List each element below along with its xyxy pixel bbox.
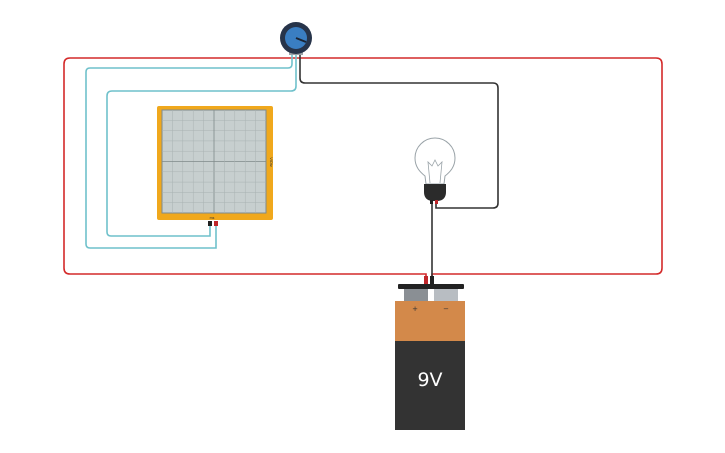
battery-lead-positive[interactable] [424, 276, 428, 284]
battery[interactable]: + − 9V [395, 276, 465, 430]
light-bulb[interactable] [414, 137, 456, 204]
battery-terminal-positive[interactable] [404, 289, 428, 301]
bulb-terminal-left[interactable] [430, 200, 433, 204]
red-wire[interactable] [63, 57, 663, 280]
battery-voltage-label: 9V [417, 369, 442, 391]
battery-lead-negative[interactable] [430, 276, 434, 284]
oscilloscope[interactable]: V/Div ms [157, 106, 274, 226]
oscilloscope-vdiv-label: V/Div [269, 157, 274, 167]
bulb-socket [424, 184, 446, 201]
teal-wire-outer[interactable] [85, 52, 293, 249]
bulb-filament [427, 159, 443, 184]
potentiometer[interactable] [280, 22, 312, 55]
teal-wire-inner[interactable] [106, 52, 297, 237]
battery-body [395, 341, 465, 430]
battery-cap [398, 284, 464, 289]
oscilloscope-time-label: ms [210, 216, 215, 220]
oscilloscope-terminal-positive[interactable] [214, 221, 218, 226]
bulb-glass [414, 137, 456, 185]
battery-top-band [395, 301, 465, 341]
oscilloscope-grid [162, 110, 266, 213]
battery-positive-label: + [412, 305, 418, 313]
knob-indicator [295, 37, 307, 43]
oscilloscope-terminal-negative[interactable] [208, 221, 212, 226]
battery-negative-label: − [443, 305, 449, 313]
black-wire-pot-to-bulb[interactable] [299, 52, 499, 209]
battery-terminal-negative[interactable] [434, 289, 458, 301]
bulb-terminal-right[interactable] [435, 200, 438, 204]
